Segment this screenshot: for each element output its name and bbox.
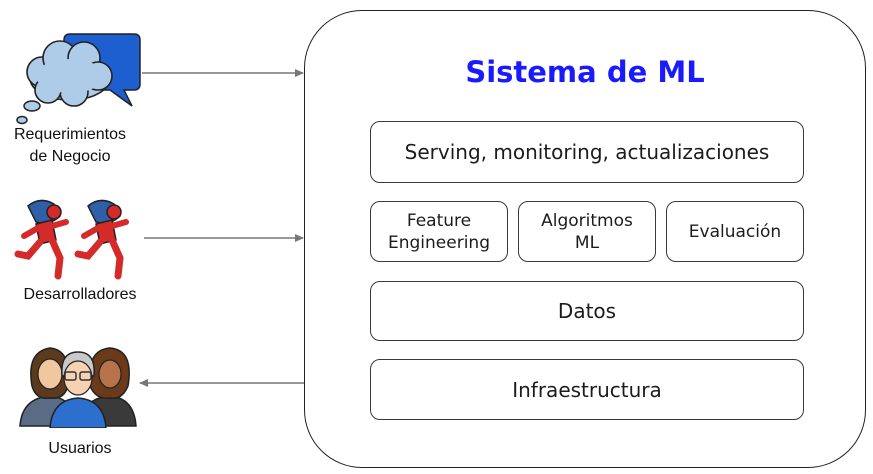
serving-box: Serving, monitoring, actualizaciones <box>370 121 804 183</box>
evaluation-label: Evaluación <box>688 221 782 242</box>
data-box: Datos <box>370 281 804 341</box>
actor-label-users: Usuarios <box>10 438 150 460</box>
actor-label-line: de Negocio <box>29 148 111 165</box>
algorithms-label: ML <box>574 232 600 253</box>
actor-label-business: Requerimientos de Negocio <box>0 124 140 168</box>
feature-engineering-label: Engineering <box>388 232 490 253</box>
algorithms-label: Algoritmos <box>541 210 633 231</box>
algorithms-box: Algoritmos ML <box>518 201 656 262</box>
actor-label-line: Usuarios <box>48 440 112 457</box>
thought-bubble-icon <box>16 33 141 125</box>
system-title: Sistema de ML <box>465 55 705 89</box>
users-group-icon <box>19 347 137 428</box>
infrastructure-label: Infraestructura <box>512 377 662 402</box>
feature-engineering-label: Feature <box>406 210 472 231</box>
infrastructure-box: Infraestructura <box>370 359 804 420</box>
actor-label-line: Desarrolladores <box>23 286 137 303</box>
actor-label-line: Requerimientos <box>13 126 127 143</box>
serving-label: Serving, monitoring, actualizaciones <box>404 140 770 164</box>
actor-label-developers: Desarrolladores <box>0 284 160 306</box>
feature-engineering-box: Feature Engineering <box>370 201 508 262</box>
data-label: Datos <box>557 299 617 323</box>
evaluation-box: Evaluación <box>666 201 804 262</box>
